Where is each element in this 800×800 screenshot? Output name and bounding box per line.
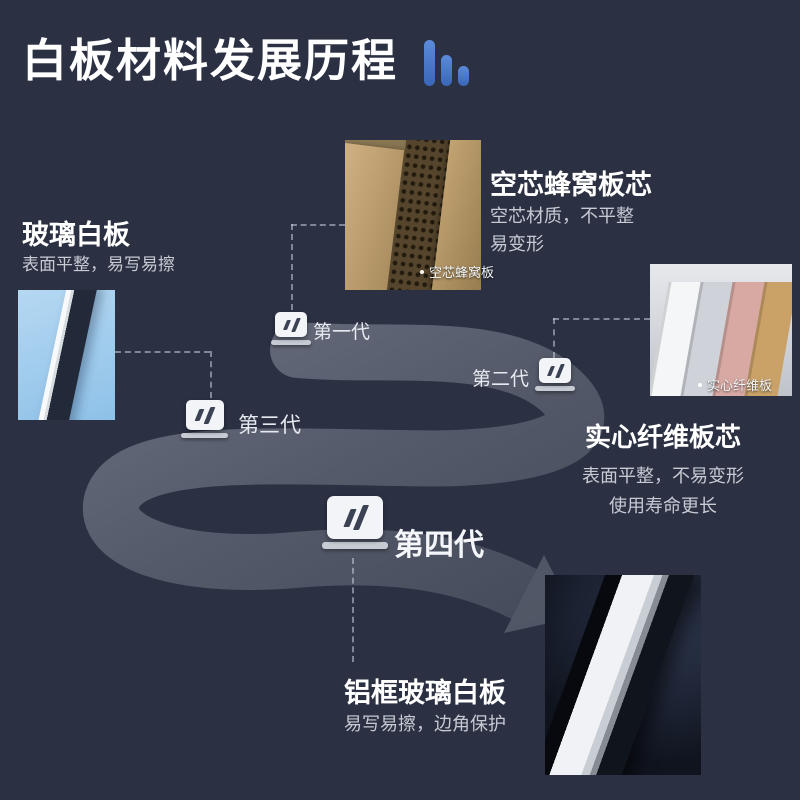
aluminum-board-edge xyxy=(545,575,697,775)
connector-gen2-h xyxy=(553,318,650,320)
fiber-board-photo xyxy=(650,264,792,396)
whiteboard-icon-gen4 xyxy=(322,496,388,549)
photo-caption-honeycomb: 空芯蜂窝板 xyxy=(420,262,494,281)
gen1-desc-line2: 易变形 xyxy=(490,234,544,254)
gen3-desc-line1: 表面平整，易写易擦 xyxy=(22,255,175,274)
connector-gen3-v xyxy=(210,351,212,398)
whiteboard-face xyxy=(539,358,571,383)
whiteboard-icon-gen2 xyxy=(535,358,575,391)
whiteboard-icon-gen3 xyxy=(181,400,228,438)
gen2-desc-line2: 使用寿命更长 xyxy=(609,496,717,517)
caption-text: 空芯蜂窝板 xyxy=(429,265,495,280)
connector-gen1-h xyxy=(291,224,345,226)
connector-gen3-h xyxy=(115,351,210,353)
gen2-heading: 实心纤维板芯 xyxy=(584,422,741,452)
gen3-label: 第三代 xyxy=(238,414,301,437)
gen1-heading: 空芯蜂窝板芯 xyxy=(490,170,652,200)
whiteboard-base xyxy=(322,542,388,549)
whiteboard-face xyxy=(327,496,383,539)
honeycomb-board-photo xyxy=(345,140,481,290)
connector-gen1-v xyxy=(291,224,293,310)
gen2-desc-line1: 表面平整，不易变形 xyxy=(582,466,744,486)
glass-board-photo xyxy=(18,290,115,420)
glass-board-edge xyxy=(35,290,99,420)
whiteboard-icon-gen1 xyxy=(271,312,311,345)
gen4-heading: 铝框玻璃白板 xyxy=(344,678,506,708)
gen4-desc-line1: 易写易擦，边角保护 xyxy=(344,714,506,734)
caption-marker-icon xyxy=(420,269,424,274)
gen1-desc-line1: 空芯材质，不平整 xyxy=(490,206,634,226)
caption-text: 实心纤维板 xyxy=(707,378,773,393)
photo-caption-fiber: 实心纤维板 xyxy=(698,375,772,394)
whiteboard-face xyxy=(275,312,307,337)
bar-chart-icon xyxy=(424,40,469,86)
gen2-text-block: 实心纤维板芯 表面平整，不易变形 使用寿命更长 xyxy=(538,417,788,519)
whiteboard-base xyxy=(535,386,575,391)
gen3-heading: 玻璃白板 xyxy=(22,220,130,250)
whiteboard-base xyxy=(271,340,311,345)
gen1-label: 第一代 xyxy=(313,322,371,343)
connector-gen2-v xyxy=(553,318,555,358)
gen4-label: 第四代 xyxy=(394,529,484,562)
connector-gen4-v xyxy=(352,558,354,662)
flow-path xyxy=(82,322,605,622)
caption-marker-icon xyxy=(698,382,702,387)
page-title: 白板材料发展历程 xyxy=(22,35,399,86)
aluminum-frame-board-photo xyxy=(545,575,701,775)
whiteboard-face xyxy=(185,400,224,430)
whiteboard-base xyxy=(181,433,228,438)
gen2-label: 第二代 xyxy=(472,369,530,390)
